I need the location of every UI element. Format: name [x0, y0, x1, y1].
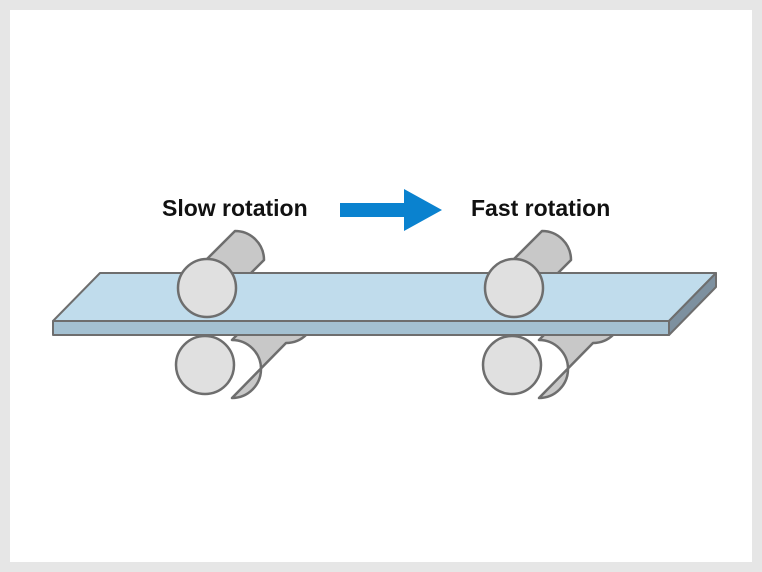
rolling-diagram [52, 189, 717, 400]
right-top-roller-face [483, 257, 545, 319]
sheet-front-face [52, 320, 670, 336]
left-top-roller-face [176, 257, 238, 319]
left-bottom-roller-face [174, 334, 236, 396]
sheet-side-face [668, 272, 717, 336]
diagram-panel: Slow rotation Fast rotation [10, 10, 752, 562]
arrow-right-icon [340, 189, 442, 231]
fast-rotation-label: Fast rotation [471, 195, 611, 221]
slow-rotation-label: Slow rotation [162, 195, 308, 221]
sheet-top-face [52, 272, 717, 322]
metal-sheet [52, 272, 717, 336]
right-bottom-roller-face [481, 334, 543, 396]
